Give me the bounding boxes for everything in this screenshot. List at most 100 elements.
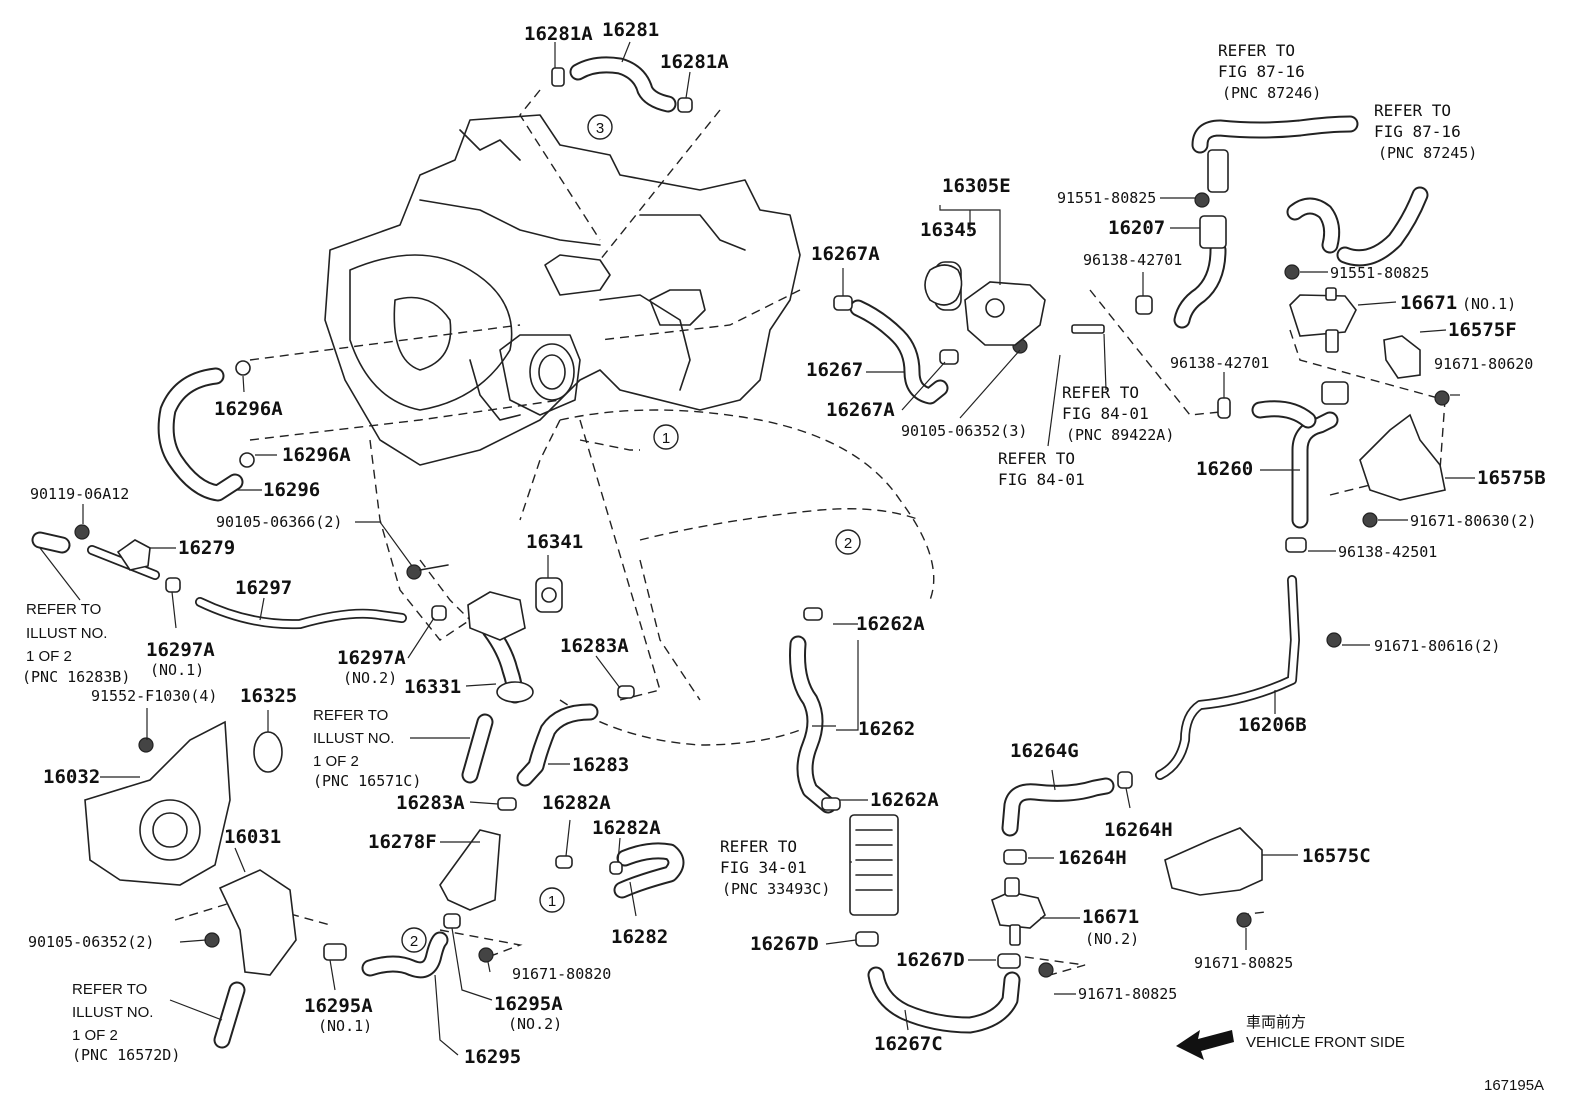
part-label: 91671-80825	[1194, 954, 1293, 972]
callout-1: 1	[548, 893, 556, 910]
part-label: (NO.2)	[508, 1015, 562, 1033]
part-label: 91671-80630(2)	[1410, 512, 1536, 530]
ref-note: (PNC 87246)	[1222, 84, 1321, 102]
callout-circle	[835, 529, 861, 555]
part-label: 96138-42701	[1083, 251, 1182, 269]
ref-note: (PNC 16572D)	[72, 1046, 180, 1064]
part-label: 90119-06A12	[30, 485, 129, 503]
part-label: 16283A	[560, 635, 629, 657]
part-label: 16267D	[896, 949, 965, 971]
part-label: 16295	[464, 1046, 521, 1068]
part-label: 16345	[920, 219, 977, 241]
ref-note: FIG 87-16	[1374, 122, 1461, 141]
part-label: 16281A	[524, 23, 593, 45]
part-label: 16305E	[942, 175, 1011, 197]
figure-id: 167195A	[1484, 1077, 1544, 1094]
part-label: 16671	[1400, 292, 1457, 314]
part-label: 91552-F1030(4)	[91, 687, 217, 705]
part-label: 16297A	[146, 639, 215, 661]
ref-note: ILLUST NO.	[313, 730, 394, 747]
ref-note: (PNC 33493C)	[722, 880, 830, 898]
ref-note: FIG 84-01	[998, 470, 1085, 489]
part-label: 16267D	[750, 933, 819, 955]
callout-1: 1	[662, 430, 670, 447]
ref-note: REFER TO	[313, 707, 388, 724]
part-label: 16267A	[811, 243, 880, 265]
part-label: 90105-06352(2)	[28, 933, 154, 951]
ref-note: REFER TO	[1374, 101, 1451, 120]
part-label: 16260	[1196, 458, 1253, 480]
part-label: 16283A	[396, 792, 465, 814]
part-label: 16206B	[1238, 714, 1307, 736]
part-label: 16267A	[826, 399, 895, 421]
ref-note: ILLUST NO.	[72, 1004, 153, 1021]
engine-outline	[324, 114, 935, 746]
part-label: 91551-80825	[1330, 264, 1429, 282]
callout-2: 2	[410, 933, 418, 950]
ref-note: 1 OF 2	[72, 1027, 118, 1044]
orientation-english: VEHICLE FRONT SIDE	[1246, 1034, 1405, 1051]
part-label: 16331	[404, 676, 461, 698]
part-label: 16207	[1108, 217, 1165, 239]
callout-circle	[653, 424, 679, 450]
part-label: (NO.2)	[1085, 930, 1139, 948]
part-label: 16295A	[494, 993, 563, 1015]
ref-note: REFER TO	[1062, 383, 1139, 402]
part-label: 16282	[611, 926, 668, 948]
part-label: (NO.1)	[1462, 295, 1516, 313]
part-label: 16296A	[282, 444, 351, 466]
part-label: (NO.2)	[343, 669, 397, 687]
part-label: 91551-80825	[1057, 189, 1156, 207]
leader-lines	[39, 41, 1475, 1056]
part-label: 16279	[178, 537, 235, 559]
callout-circle	[401, 927, 427, 953]
ref-note: REFER TO	[72, 981, 147, 998]
part-label: 16325	[240, 685, 297, 707]
part-label: 16262	[858, 718, 915, 740]
ref-note: REFER TO	[998, 449, 1075, 468]
part-label: 16297A	[337, 647, 406, 669]
hoses	[31, 56, 1429, 1049]
part-label: 96138-42501	[1338, 543, 1437, 561]
reference-notes: REFER TO FIG 87-16 (PNC 87246) REFER TO …	[22, 41, 1477, 1064]
part-label: 16032	[43, 766, 100, 788]
ref-note: FIG 34-01	[720, 858, 807, 877]
orientation-japanese: 車両前方	[1246, 1014, 1306, 1031]
part-label: 90105-06366(2)	[216, 513, 342, 531]
part-label: 16031	[224, 826, 281, 848]
part-label: 16267	[806, 359, 863, 381]
part-label: 16575C	[1302, 845, 1371, 867]
part-labels: 16281A 16281 16281A 16305E 16345 91551-8…	[28, 19, 1546, 1068]
callout-3: 3	[596, 120, 604, 137]
part-label: 16297	[235, 577, 292, 599]
part-label: 96138-42701	[1170, 354, 1269, 372]
ref-note: (PNC 87245)	[1378, 144, 1477, 162]
part-label: 91671-80825	[1078, 985, 1177, 1003]
ref-note: 1 OF 2	[313, 753, 359, 770]
ref-note: 1 OF 2	[26, 648, 72, 665]
front-arrow-icon	[1176, 1030, 1234, 1060]
part-label: 16671	[1082, 906, 1139, 928]
ref-note: ILLUST NO.	[26, 625, 107, 642]
part-label: 16282A	[542, 792, 611, 814]
part-label: 90105-06352(3)	[901, 422, 1027, 440]
parts	[74, 67, 1450, 978]
ref-note: FIG 84-01	[1062, 404, 1149, 423]
part-label: 16341	[526, 531, 583, 553]
part-label: 16575B	[1477, 467, 1546, 489]
callout-2: 2	[844, 535, 852, 552]
part-label: 16296	[263, 479, 320, 501]
part-label: 16575F	[1448, 319, 1517, 341]
part-label: 16267C	[874, 1033, 943, 1055]
ref-note: (PNC 16283B)	[22, 668, 130, 686]
ref-note: FIG 87-16	[1218, 62, 1305, 81]
part-label: 16281A	[660, 51, 729, 73]
part-label: 91671-80820	[512, 965, 611, 983]
part-label: 16262A	[870, 789, 939, 811]
callout-circle	[587, 114, 613, 140]
part-label: 16278F	[368, 831, 437, 853]
part-label: 16283	[572, 754, 629, 776]
callouts: 3 1 2 1 2	[401, 114, 861, 953]
part-label: 16282A	[592, 817, 661, 839]
part-label: (NO.1)	[150, 661, 204, 679]
